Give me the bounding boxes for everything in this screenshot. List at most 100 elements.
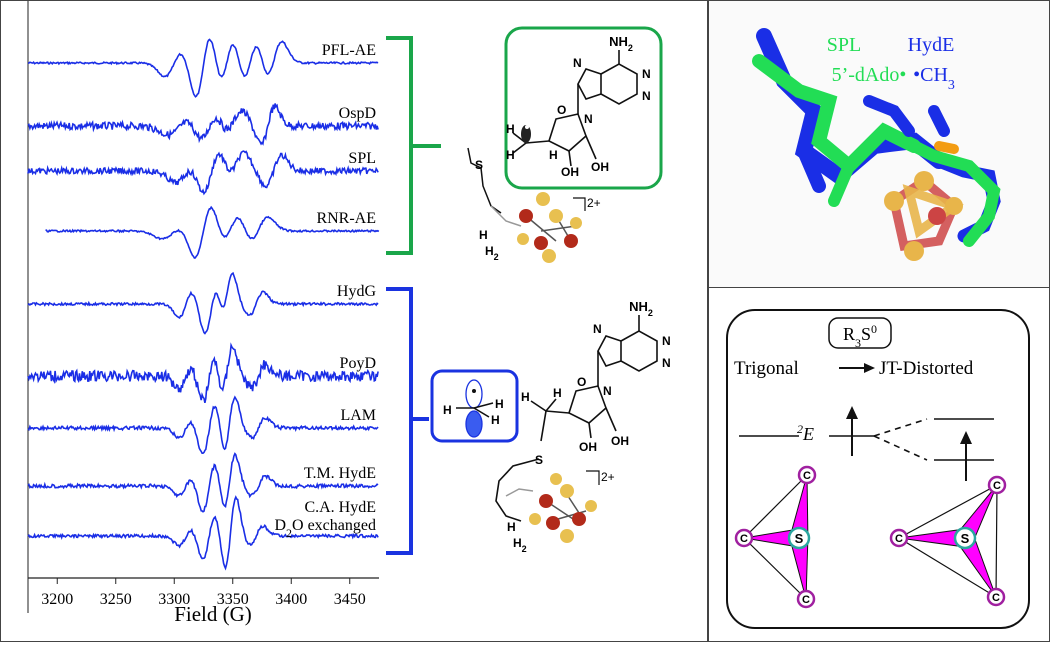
sulfur-atom [953, 526, 977, 550]
methyl-radical-structure: H H H [443, 379, 504, 438]
spectrum-sublabel: D2O exchanged [274, 517, 376, 540]
spectrum-trace [27, 395, 379, 454]
lower-h-2: H [553, 386, 562, 400]
electron-arrowhead-2 [960, 431, 972, 444]
lower-nh2-label: NH2 [629, 299, 653, 318]
carbon-atom [986, 587, 1006, 607]
methyl-h-1: H [443, 403, 452, 417]
sulfur-atom-label: S [961, 531, 970, 546]
x-tick-label: 3300 [158, 591, 190, 608]
lower-nh-h2: H2 [513, 536, 527, 554]
lower-n-4: N [603, 384, 612, 398]
nh-upper-h2: H2 [485, 244, 499, 262]
spectrum-label: LAM [340, 407, 376, 424]
radical-dot [525, 125, 529, 129]
sulfur-label-upper: S [475, 158, 483, 172]
r3s0-label: R3S0 [843, 322, 877, 350]
jt-arrowhead [864, 363, 875, 373]
spectrum-label: OspD [339, 105, 376, 122]
lower-oh-1: OH [579, 440, 597, 454]
spectrum-label: C.A. HydE [304, 499, 376, 516]
h-label-2: H [506, 148, 515, 162]
nh-upper-h: H [479, 228, 488, 242]
blue-bracket [386, 287, 413, 555]
carbon-atom [796, 589, 816, 609]
lower-s-label: S [535, 453, 543, 467]
carbon-atom-label: C [992, 592, 1000, 604]
ch3-label: •CH3 [913, 64, 955, 93]
spectrum-trace [27, 342, 379, 404]
lower-n-1: N [662, 334, 671, 348]
oh-label-2: OH [591, 160, 609, 174]
lower-fes-cluster: 2+ [505, 470, 615, 543]
lower-n-3: N [593, 322, 602, 336]
carbon-atom [889, 528, 909, 548]
spectrum-trace [27, 38, 379, 98]
lower-oh-2: OH [611, 434, 629, 448]
x-tick-label: 3450 [334, 591, 366, 608]
dado-radical-box [504, 26, 663, 190]
spl-label: SPL [827, 34, 861, 56]
spectrum-trace [27, 150, 379, 196]
oh-label-1: OH [561, 165, 579, 179]
n-label-3: N [573, 56, 582, 70]
sulfur-atom-label: S [795, 531, 804, 546]
distorted-molecule: S C C C [889, 475, 1007, 607]
spectrum-label: PoyD [340, 355, 376, 372]
carbon-atom-label: C [803, 470, 811, 482]
x-tick-label: 3200 [41, 591, 73, 608]
radical-orbital-lobe [521, 125, 531, 143]
n-label-1: N [642, 67, 651, 81]
spectrum-label: RNR-AE [316, 210, 376, 227]
n-label-4: N [584, 112, 593, 126]
trigonal-label: Trigonal [734, 358, 799, 379]
methyl-h-3: H [491, 413, 500, 427]
r3s0-box [828, 317, 892, 349]
spectrum-trace [45, 205, 380, 259]
distorted-label: JT-Distorted [879, 358, 974, 379]
spectrum-trace [27, 103, 379, 146]
spectrum-label: T.M. HydE [304, 465, 376, 482]
x-tick-label: 3400 [275, 591, 307, 608]
lower-sam-labels: NH2 N N N N O OH OH H H S H H2 [507, 299, 671, 554]
o-label: O [557, 103, 566, 117]
methyl-radical-box [430, 369, 519, 443]
nh2-label: NH2 [609, 34, 633, 53]
spectrum-label: SPL [348, 150, 376, 167]
split-dash-up [873, 418, 928, 437]
lower-o-label: O [577, 375, 586, 389]
green-bracket [386, 36, 413, 255]
x-tick-label: 3350 [217, 591, 249, 608]
term-2e-label: 2E [797, 422, 814, 444]
split-dash-down [873, 435, 928, 461]
spectrum-label: HydG [337, 283, 377, 300]
upper-sam-cluster: S H H2 2+ [467, 147, 601, 263]
lower-n-2: N [662, 356, 671, 370]
hyde-label: HydE [908, 34, 955, 56]
carbon-atom [797, 465, 817, 485]
carbon-atom-label: C [993, 480, 1001, 492]
spectrum-trace [27, 271, 379, 335]
lower-charge-label: 2+ [601, 470, 615, 484]
carbon-atom-label: C [802, 594, 810, 606]
electron-arrowhead-1 [846, 406, 858, 419]
dado-label: 5’-dAdo• [832, 64, 907, 86]
h-label-3: H [549, 148, 558, 162]
overlay-fes-cluster [884, 171, 964, 261]
upper-charge-label: 2+ [587, 196, 601, 210]
n-label-2: N [642, 89, 651, 103]
carbon-atom-label: C [895, 533, 903, 545]
lower-h-1: H [521, 390, 530, 404]
overlay-figure: SPL HydE 5’-dAdo• •CH3 [752, 28, 1001, 261]
spectrum-trace [27, 452, 379, 513]
methyl-h-2: H [495, 397, 504, 411]
lower-nh-h: H [507, 520, 516, 534]
